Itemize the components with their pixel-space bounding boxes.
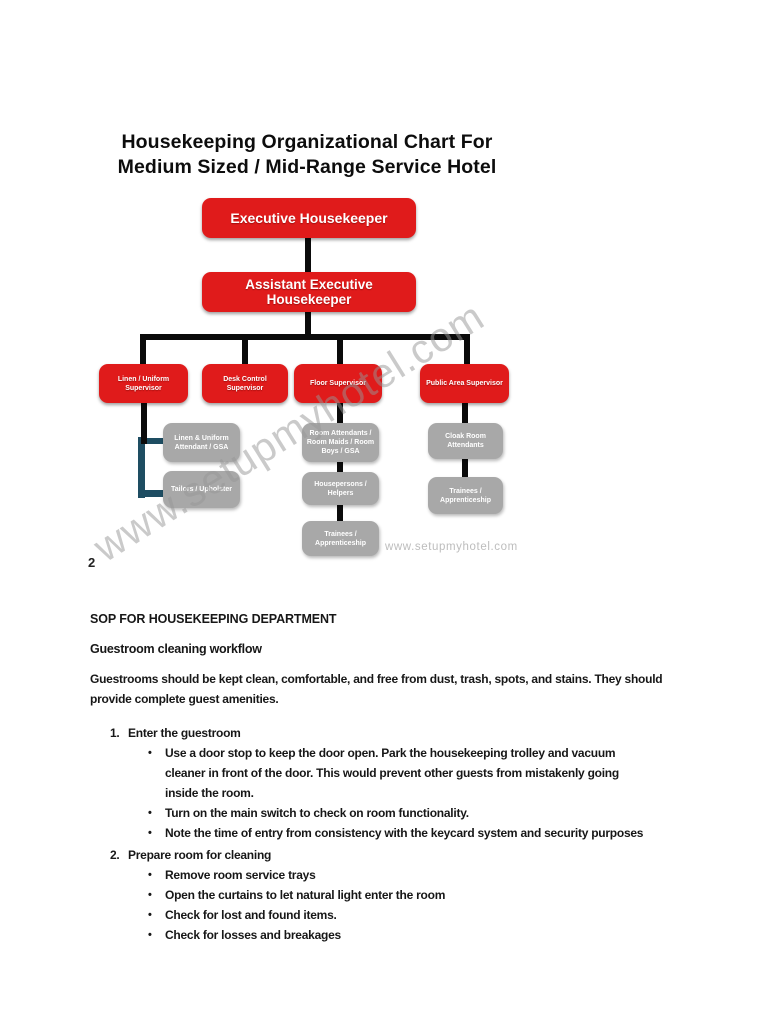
connector-horizontal bbox=[140, 334, 470, 340]
connector-drop-desk bbox=[242, 340, 248, 365]
page-number: 2 bbox=[88, 555, 96, 570]
org-node-executive-housekeeper: Executive Housekeeper bbox=[202, 198, 416, 238]
sop-list: 1. Enter the guestroom • Use a door stop… bbox=[90, 723, 696, 945]
sop-subheading: Guestroom cleaning workflow bbox=[90, 642, 262, 656]
bullet-text: Check for lost and found items. bbox=[165, 908, 337, 922]
org-node-cloak-room-attendants: Cloak Room Attendants bbox=[428, 423, 503, 459]
bullet-text: Open the curtains to let natural light e… bbox=[165, 888, 446, 902]
org-node-floor-supervisor: Floor Supervisor bbox=[294, 364, 382, 403]
bracket-vertical-line bbox=[138, 437, 145, 498]
bullet-icon: • bbox=[148, 807, 152, 819]
bullet-item: • Open the curtains to let natural light… bbox=[148, 885, 696, 905]
bullet-icon: • bbox=[148, 747, 152, 759]
connector-exec-assistant bbox=[305, 237, 311, 274]
connector-drop-public bbox=[464, 334, 470, 365]
bullet-text: Turn on the main switch to check on room… bbox=[165, 806, 469, 820]
bullet-item: • Remove room service trays bbox=[148, 865, 696, 885]
org-node-housepersons-helpers: Housepersons / Helpers bbox=[302, 472, 379, 505]
bullet-item: • Turn on the main switch to check on ro… bbox=[148, 803, 696, 823]
connector-linen-stub bbox=[141, 402, 147, 444]
chart-title-line2: Medium Sized / Mid-Range Service Hotel bbox=[117, 156, 497, 178]
org-node-trainees-public-area: Trainees / Apprenticeship bbox=[428, 477, 503, 514]
sop-intro-paragraph: Guestrooms should be kept clean, comfort… bbox=[90, 672, 663, 706]
bullet-icon: • bbox=[148, 827, 152, 839]
org-node-room-attendants: Room Attendants / Room Maids / Room Boys… bbox=[302, 423, 379, 462]
chart-title: Housekeeping Organizational Chart For Me… bbox=[57, 130, 557, 180]
bullet-icon: • bbox=[148, 909, 152, 921]
bullet-icon: • bbox=[148, 929, 152, 941]
connector-public-cloak bbox=[462, 402, 468, 424]
org-node-trainees-floor: Trainees / Apprenticeship bbox=[302, 521, 379, 556]
bullet-icon: • bbox=[148, 869, 152, 881]
bullet-item: • Note the time of entry from consistenc… bbox=[148, 823, 696, 843]
connector-cloak-trainees bbox=[462, 458, 468, 478]
list-item-title: Enter the guestroom bbox=[128, 726, 241, 740]
connector-drop-floor bbox=[337, 340, 343, 365]
chart-title-line1: Housekeeping Organizational Chart For bbox=[121, 131, 493, 153]
list-item: 1. Enter the guestroom bbox=[110, 723, 696, 743]
connector-room-housepersons bbox=[337, 461, 343, 473]
bullet-text: Note the time of entry from consistency … bbox=[165, 826, 644, 840]
connector-housepersons-trainees bbox=[337, 504, 343, 522]
list-item-number: 2. bbox=[110, 848, 120, 862]
watermark-small: www.setupmyhotel.com bbox=[385, 541, 518, 553]
bullet-item: • Check for losses and breakages bbox=[148, 925, 696, 945]
org-node-linen-uniform-supervisor: Linen / Uniform Supervisor bbox=[99, 364, 188, 403]
list-item: 2. Prepare room for cleaning bbox=[110, 845, 696, 865]
list-item-title: Prepare room for cleaning bbox=[128, 848, 272, 862]
connector-assistant-down bbox=[305, 311, 311, 337]
bullet-text: Remove room service trays bbox=[165, 868, 316, 882]
bullet-icon: • bbox=[148, 889, 152, 901]
org-node-linen-uniform-attendant: Linen & Uniform Attendant / GSA bbox=[163, 423, 240, 462]
org-node-desk-control-supervisor: Desk Control Supervisor bbox=[202, 364, 288, 403]
bullet-text: Check for losses and breakages bbox=[165, 928, 341, 942]
org-node-public-area-supervisor: Public Area Supervisor bbox=[420, 364, 509, 403]
sop-heading: SOP FOR HOUSEKEEPING DEPARTMENT bbox=[90, 612, 337, 626]
bullet-text: Use a door stop to keep the door open. P… bbox=[165, 746, 619, 800]
bracket-top-arm bbox=[138, 438, 165, 444]
sop-section: SOP FOR HOUSEKEEPING DEPARTMENT Guestroo… bbox=[90, 612, 696, 945]
org-node-tailors-upholster: Tailors / Upholster bbox=[163, 471, 240, 508]
connector-drop-linen bbox=[140, 334, 146, 365]
bullet-item: • Check for lost and found items. bbox=[148, 905, 696, 925]
list-item-number: 1. bbox=[110, 726, 120, 740]
bracket-bottom-arm bbox=[138, 490, 165, 497]
bullet-item: • Use a door stop to keep the door open.… bbox=[148, 743, 696, 803]
org-node-assistant-executive-housekeeper: Assistant Executive Housekeeper bbox=[202, 272, 416, 312]
connector-floor-room bbox=[337, 402, 343, 424]
